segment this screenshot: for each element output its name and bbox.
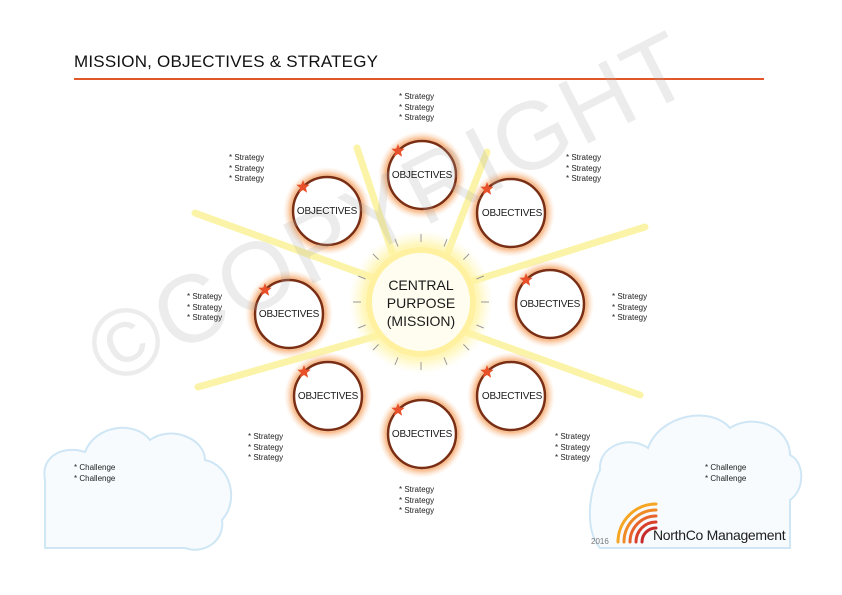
objective-node-top: [378, 131, 466, 219]
challenge-item: * Challenge: [74, 463, 116, 472]
objective-label-left: OBJECTIVES: [258, 309, 320, 320]
sun-tick: [358, 324, 366, 329]
objective-label-bottom: OBJECTIVES: [391, 429, 453, 440]
strategy-item: * Strategy: [229, 174, 265, 183]
sun-tick: [372, 253, 379, 260]
strategy-item: * Strategy: [399, 92, 435, 101]
strategy-item: * Strategy: [399, 485, 435, 494]
light-rays: [191, 144, 649, 399]
strategy-list-bottom-left: * Strategy * Strategy * Strategy: [248, 432, 283, 464]
sun-tick: [443, 357, 448, 365]
sun-core: [366, 247, 476, 357]
strategy-item: * Strategy: [248, 432, 284, 441]
sun-tick: [476, 275, 484, 280]
strategy-item: * Strategy: [187, 313, 223, 322]
sun-tick: [358, 275, 366, 280]
strategy-list-bottom: * Strategy * Strategy * Strategy: [399, 485, 434, 517]
challenge-list-left: * Challenge * Challenge: [74, 463, 115, 484]
central-line-1: CENTRAL: [388, 277, 454, 293]
objective-node-left: [245, 270, 333, 358]
objective-label-top-left: OBJECTIVES: [296, 206, 358, 217]
objective-label-right: OBJECTIVES: [519, 299, 581, 310]
objective-label-bottom-right: OBJECTIVES: [481, 391, 543, 402]
strategy-item: * Strategy: [187, 292, 223, 301]
objective-ring: [475, 177, 547, 249]
star-icon: [296, 180, 310, 193]
strategy-item: * Strategy: [566, 174, 602, 183]
sun-tick: [476, 324, 484, 329]
strategy-list-bottom-right: * Strategy * Strategy * Strategy: [555, 432, 590, 464]
strategy-item: * Strategy: [399, 102, 435, 112]
strategy-item: * Strategy: [612, 302, 648, 312]
star-icon: [391, 144, 405, 157]
sun-tick: [394, 357, 399, 365]
strategy-item: * Strategy: [612, 292, 648, 301]
challenge-item: * Challenge: [705, 463, 747, 472]
challenge-item: * Challenge: [74, 473, 116, 483]
strategy-item: * Strategy: [555, 453, 591, 462]
strategy-item: * Strategy: [612, 313, 648, 322]
strategy-item: * Strategy: [399, 113, 435, 122]
central-line-2: PURPOSE: [386, 295, 456, 311]
objective-node-top-left: [283, 167, 371, 255]
strategy-item: * Strategy: [399, 506, 435, 515]
central-line-3: (MISSION): [386, 313, 456, 329]
strategy-list-top: * Strategy * Strategy * Strategy: [399, 92, 434, 124]
page-title: MISSION, OBJECTIVES & STRATEGY: [74, 52, 379, 71]
objective-ring: [514, 268, 586, 340]
sun-tick: [463, 344, 470, 351]
strategy-item: * Strategy: [566, 153, 602, 162]
objective-node-bottom-left: [284, 352, 372, 440]
central-purpose: CENTRAL PURPOSE (MISSION): [371, 276, 471, 330]
strategy-item: * Strategy: [229, 163, 265, 173]
objective-label-top: OBJECTIVES: [391, 170, 453, 181]
star-icon: [480, 182, 494, 195]
strategy-item: * Strategy: [248, 453, 284, 462]
strategy-item: * Strategy: [555, 442, 591, 452]
star-icon: [258, 283, 272, 296]
title-rule: [74, 78, 764, 80]
objective-ring: [253, 278, 325, 350]
challenge-item: * Challenge: [705, 473, 747, 483]
objective-node-right: [506, 260, 594, 348]
objective-node-bottom: [378, 390, 466, 478]
objective-ring: [475, 360, 547, 432]
cloud-right: [588, 414, 803, 549]
objective-ring: [386, 139, 458, 211]
strategy-list-left: * Strategy * Strategy * Strategy: [187, 292, 222, 324]
strategy-list-top-left: * Strategy * Strategy * Strategy: [229, 153, 264, 185]
strategy-list-right: * Strategy * Strategy * Strategy: [612, 292, 647, 324]
strategy-item: * Strategy: [229, 153, 265, 162]
challenge-list-right: * Challenge * Challenge: [705, 463, 746, 484]
objective-label-bottom-left: OBJECTIVES: [297, 391, 359, 402]
objective-ring: [292, 360, 364, 432]
sun-tick: [394, 239, 399, 247]
star-icon: [519, 273, 533, 286]
objective-node-top-right: [467, 169, 555, 257]
sun-ticks: [353, 234, 489, 370]
objective-label-top-right: OBJECTIVES: [481, 208, 543, 219]
sun-tick: [463, 253, 470, 260]
footer-year: 2016: [591, 537, 609, 546]
objective-ring: [386, 398, 458, 470]
star-icon: [480, 365, 494, 378]
strategy-item: * Strategy: [248, 442, 284, 452]
star-icon: [391, 403, 405, 416]
brand-name: NorthCo Management: [653, 527, 786, 543]
cloud-left: [43, 426, 232, 551]
star-icon: [297, 365, 311, 378]
sun-tick: [372, 344, 379, 351]
objective-ring: [291, 175, 363, 247]
strategy-item: * Strategy: [187, 302, 223, 312]
strategy-item: * Strategy: [399, 495, 435, 505]
objective-node-bottom-right: [467, 352, 555, 440]
strategy-item: * Strategy: [566, 163, 602, 173]
strategy-list-top-right: * Strategy * Strategy * Strategy: [566, 153, 601, 185]
sun-tick: [443, 239, 448, 247]
strategy-item: * Strategy: [555, 432, 591, 441]
northco-logo-icon: [616, 502, 658, 544]
